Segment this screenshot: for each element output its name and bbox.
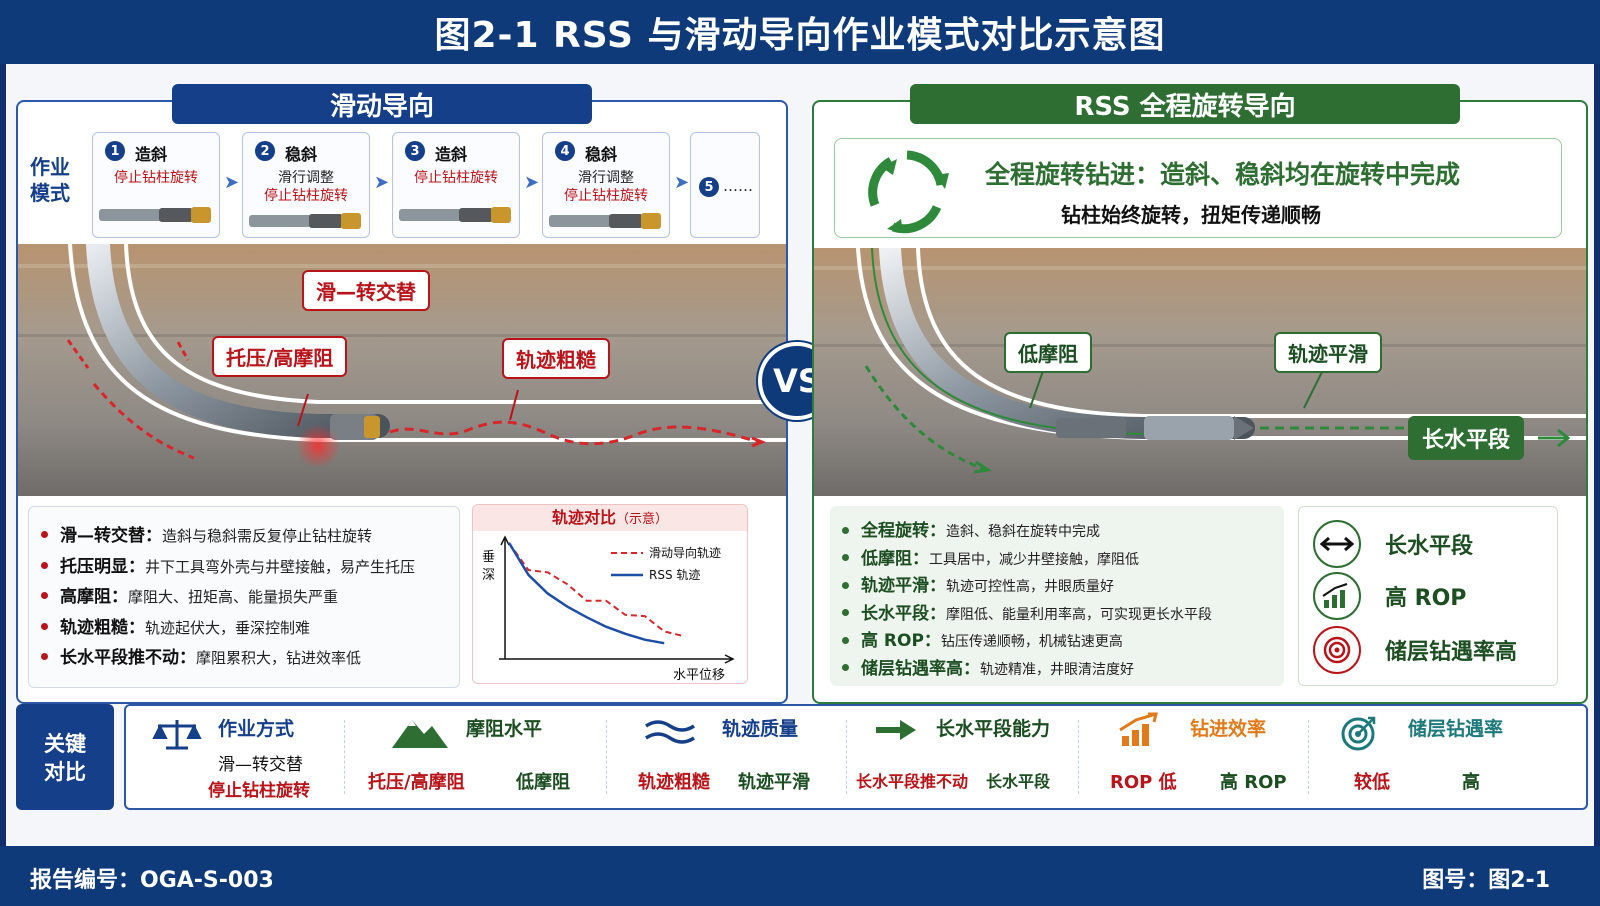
mountain-icon <box>392 720 448 748</box>
rss-feature-box: 全程旋转钻进：造斜、稳斜均在旋转中完成 钻柱始终旋转，扭矩传递顺畅 <box>834 138 1562 238</box>
chart-plot: 垂深 水平位移 滑动导向轨迹 RSS 轨迹 <box>482 535 735 683</box>
step-5: 5 …… <box>690 132 760 238</box>
list-item: 长水平段：摩阻低、能量利用率高，可实现更长水平段 <box>842 599 1284 627</box>
bar-chart-up-icon <box>1313 572 1361 620</box>
benefit-reservoir: 储层钻遇率高 <box>1313 626 1517 674</box>
bha-tool-icon <box>249 213 361 229</box>
list-item: 储层钻遇率高：轨迹精准，井眼清洁度好 <box>842 654 1284 682</box>
step-arrow-icon: ➤ <box>224 172 240 193</box>
list-item: 轨迹粗糙：轨迹起伏大，垂深控制难 <box>41 613 459 644</box>
step-number: 4 <box>555 141 575 161</box>
target-icon <box>1341 716 1376 751</box>
bha-tool-icon <box>549 213 661 229</box>
rss-panel-title: RSS 全程旋转导向 <box>910 84 1460 124</box>
list-item: 高摩阻：摩阻大、扭矩高、能量损失严重 <box>41 582 459 613</box>
step-sub: 滑行调整 <box>278 170 334 186</box>
series-line-1 <box>507 542 665 645</box>
sliding-points-list: 滑—转交替：造斜与稳斜需反复停止钻柱旋转 托压明显：井下工具弯外壳与井壁接触，易… <box>28 506 460 688</box>
bha-tool-icon <box>99 207 211 223</box>
rss-points-list: 全程旋转：造斜、稳斜在旋转中完成 低摩阻：工具居中，减少井壁接触，摩阻低 轨迹平… <box>830 506 1284 686</box>
y-axis-arrow <box>500 535 510 546</box>
x-axis-arrow <box>724 654 735 664</box>
sliding-panel: 滑动导向 作业模式 1 造斜 停止钻柱旋转 ➤ 2 稳斜 滑行调整 停止钻柱旋转… <box>16 84 788 704</box>
trajectory-chart: 轨迹对比（示意） 垂深 水平位移 滑动导向轨迹 RSS 轨迹 <box>472 504 748 684</box>
step-number: 3 <box>405 141 425 161</box>
key-col-friction: 摩阻水平 托压/高摩阻 低摩阻 <box>346 706 606 808</box>
step-title: 造斜 <box>135 145 168 164</box>
legend-label-rss: RSS 轨迹 <box>649 568 700 582</box>
feature-subline: 钻柱始终旋转，扭矩传递顺畅 <box>1061 203 1321 227</box>
list-item: 滑—转交替：造斜与稳斜需反复停止钻柱旋转 <box>41 521 459 552</box>
x-axis-label: 水平位移 <box>673 668 725 683</box>
step-title: 造斜 <box>435 145 468 164</box>
callout-alternate: 滑—转交替 <box>302 270 430 311</box>
chart-title: 轨迹对比（示意） <box>473 505 747 531</box>
key-col-lateral: 长水平段能力 长水平段推不动 长水平段 <box>856 718 1051 791</box>
step-arrow-icon: ➤ <box>524 172 540 193</box>
feature-headline: 全程旋转钻进：造斜、稳斜均在旋转中完成 <box>985 160 1461 189</box>
step-sub-2: 停止钻柱旋转 <box>264 188 348 204</box>
list-item: 高 ROP：钻压传递顺畅，机械钻速更高 <box>842 626 1284 654</box>
footer-bar: 报告编号：OGA-S-003 图号：图2-1 <box>0 846 1600 906</box>
report-number: 报告编号：OGA-S-003 <box>30 868 274 893</box>
page-title: 图2-1 RSS 与滑动导向作业模式对比示意图 <box>434 15 1166 56</box>
sliding-wellbore-scene: 滑—转交替 托压/高摩阻 轨迹粗糙 <box>18 244 786 496</box>
list-item: 长水平段推不动：摩阻累积大，钻进效率低 <box>41 643 459 674</box>
key-col-reservoir: 储层钻遇率 较低 高 <box>1310 706 1586 808</box>
double-arrow-icon <box>1313 520 1361 568</box>
key-comparison-label: 关键对比 <box>16 704 114 810</box>
content-area: 滑动导向 作业模式 1 造斜 停止钻柱旋转 ➤ 2 稳斜 滑行调整 停止钻柱旋转… <box>6 64 1594 846</box>
balance-scale-icon <box>152 720 202 750</box>
figure-number: 图号：图2-1 <box>1422 868 1550 893</box>
key-col-efficiency: 钻进效率 ROP 低 高 ROP <box>1080 706 1308 808</box>
step-arrow-icon: ➤ <box>674 172 690 193</box>
key-col-trajectory: 轨迹质量 轨迹粗糙 轨迹平滑 <box>638 718 810 793</box>
step-number: 1 <box>105 141 125 161</box>
arrow-right-icon <box>876 720 916 740</box>
step-4: 4 稳斜 滑行调整 停止钻柱旋转 <box>542 132 670 238</box>
list-item: 低摩阻：工具居中，减少井壁接触，摩阻低 <box>842 544 1284 572</box>
callout-low-friction: 低摩阻 <box>1004 332 1092 373</box>
growth-chart-icon <box>1119 712 1158 746</box>
series-line-0 <box>508 542 684 638</box>
step-title: 稳斜 <box>285 145 318 164</box>
callout-smooth: 轨迹平滑 <box>1274 332 1382 373</box>
benefit-long-lateral: 长水平段 <box>1313 520 1473 568</box>
step-1: 1 造斜 停止钻柱旋转 <box>92 132 220 238</box>
step-sub: 停止钻柱旋转 <box>114 170 198 186</box>
rss-wellbore-scene: 低摩阻 轨迹平滑 长水平段 <box>814 248 1586 496</box>
step-number: 2 <box>255 141 275 161</box>
step-number: 5 <box>699 177 719 197</box>
bha-tool-icon <box>399 207 511 223</box>
list-item: 轨迹平滑：轨迹可控性高，井眼质量好 <box>842 571 1284 599</box>
step-sub: 停止钻柱旋转 <box>414 170 498 186</box>
list-item: 全程旋转：造斜、稳斜在旋转中完成 <box>842 516 1284 544</box>
key-comparison-bar: 作业方式 滑—转交替 停止钻柱旋转 摩阻水平 托压/高摩阻 低摩阻 轨迹质量 轨… <box>124 704 1588 810</box>
callout-long-lateral: 长水平段 <box>1408 416 1525 460</box>
legend-label-sliding: 滑动导向轨迹 <box>649 545 721 560</box>
step-2: 2 稳斜 滑行调整 停止钻柱旋转 <box>242 132 370 238</box>
rotation-cycle-icon <box>868 150 949 234</box>
key-col-operation: 作业方式 滑—转交替 停止钻柱旋转 <box>126 706 346 808</box>
step-title: 稳斜 <box>585 145 618 164</box>
step-sub-2: 停止钻柱旋转 <box>564 188 648 204</box>
step-arrow-icon: ➤ <box>374 172 390 193</box>
benefits-box: 长水平段 高 ROP 储层钻遇率高 <box>1298 506 1558 686</box>
step-3: 3 造斜 停止钻柱旋转 <box>392 132 520 238</box>
y-axis-label: 垂深 <box>482 550 495 583</box>
callout-rough: 轨迹粗糙 <box>502 338 610 379</box>
target-icon <box>1313 626 1361 674</box>
sliding-panel-title: 滑动导向 <box>172 84 592 124</box>
benefit-rop: 高 ROP <box>1313 572 1466 620</box>
mode-label: 作业模式 <box>30 155 70 205</box>
callout-drag: 托压/高摩阻 <box>212 336 348 377</box>
header-bar: 图2-1 RSS 与滑动导向作业模式对比示意图 <box>0 0 1600 64</box>
rss-panel: RSS 全程旋转导向 全程旋转钻进：造斜、稳斜均在旋转中完成 钻柱始终旋转，扭矩… <box>812 84 1588 704</box>
step-title: …… <box>723 177 753 195</box>
step-sub: 滑行调整 <box>578 170 634 186</box>
list-item: 托压明显：井下工具弯外壳与井壁接触，易产生托压 <box>41 552 459 583</box>
wave-icon <box>645 720 695 744</box>
